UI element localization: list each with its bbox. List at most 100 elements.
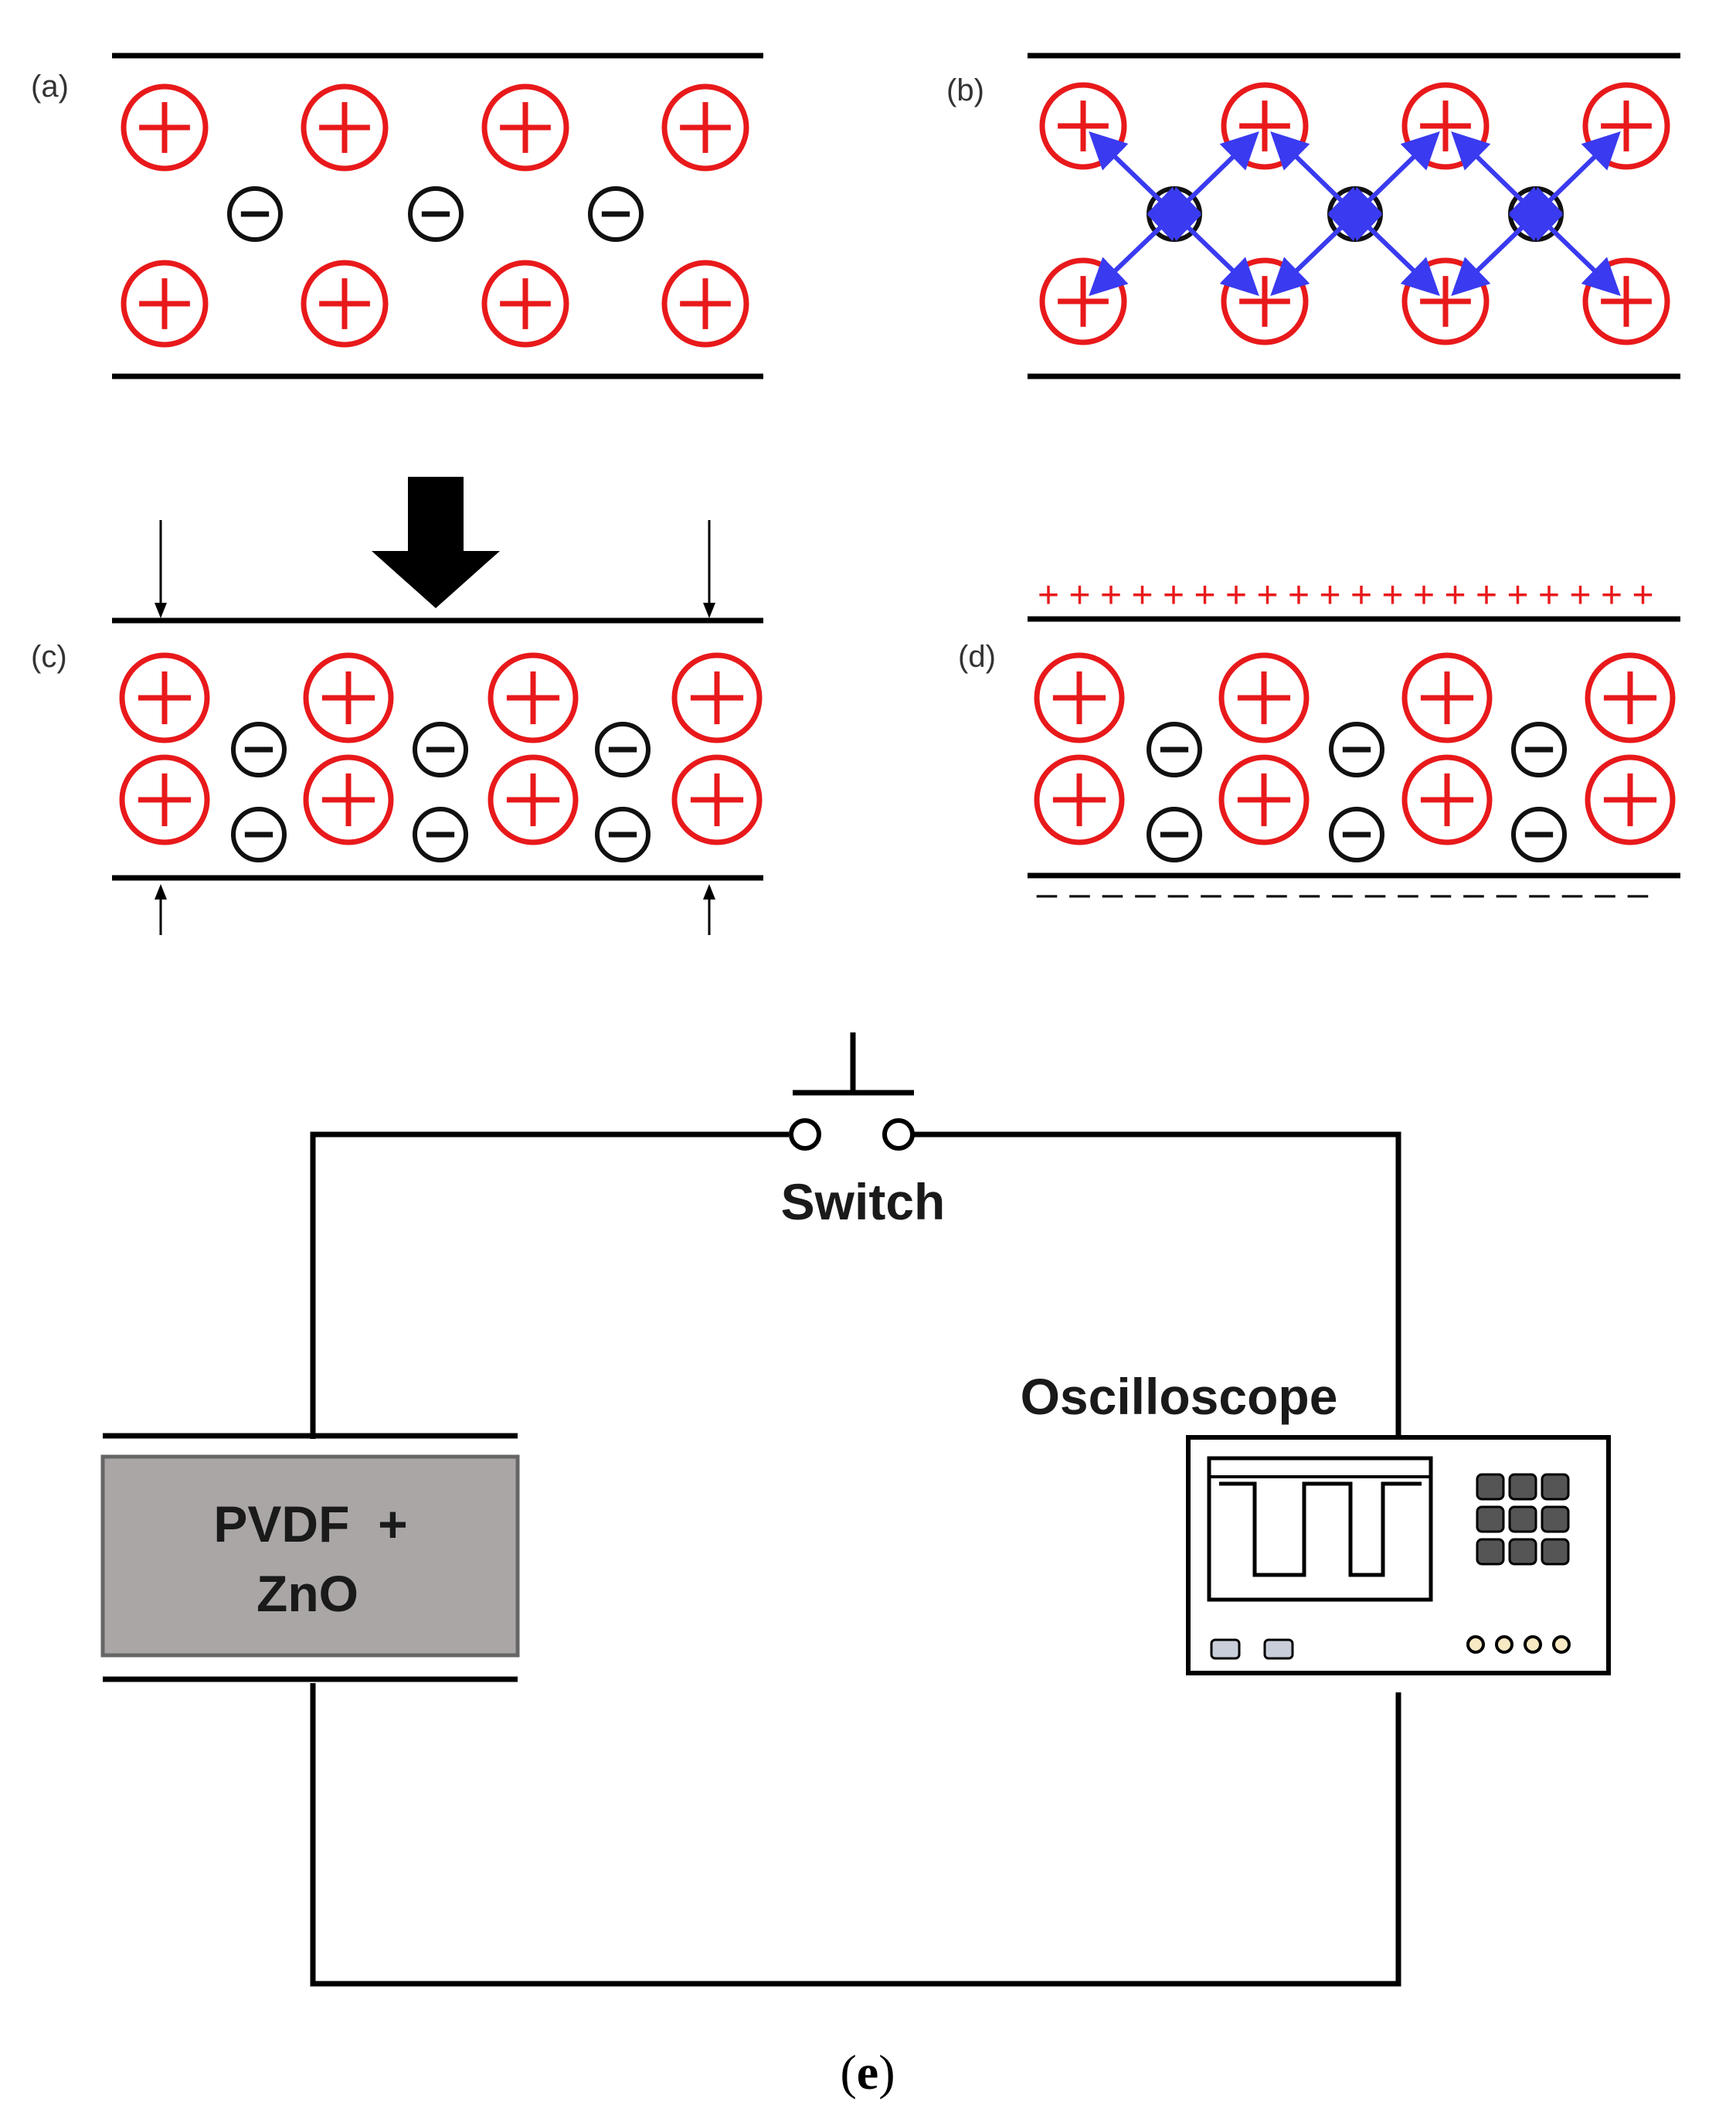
negative-ion <box>408 186 464 242</box>
surface-plus-sign: + <box>1601 575 1622 616</box>
surface-minus-sign: – <box>1201 873 1221 914</box>
oscilloscope-label: Oscilloscope <box>1021 1368 1338 1425</box>
surface-minus-sign: – <box>1102 873 1123 914</box>
panel-a-label: (a) <box>31 70 69 104</box>
surface-minus-sign: – <box>1234 873 1255 914</box>
dipole-arrow <box>1451 202 1548 297</box>
surface-plus-sign: + <box>1225 575 1247 616</box>
surface-plus-sign: + <box>1068 575 1090 616</box>
negative-ion <box>1147 722 1202 777</box>
surface-plus-sign: + <box>1381 575 1403 616</box>
surface-minus-sign: – <box>1431 873 1452 914</box>
oscilloscope-knobs <box>1466 1635 1571 1654</box>
negative-ion <box>231 807 287 862</box>
positive-ion <box>301 260 389 348</box>
dipole-arrow <box>1162 202 1259 297</box>
wire-left-lower <box>310 1683 1401 1987</box>
negative-ion <box>595 722 651 777</box>
surface-plus-sign: + <box>1288 575 1310 616</box>
surface-minus-sign: – <box>1069 873 1090 914</box>
surface-plus-sign: + <box>1256 575 1278 616</box>
surface-minus-sign: – <box>1332 873 1353 914</box>
surface-minus-sign: – <box>1398 873 1418 914</box>
surface-positive-charges: ++++++++++++++++++++ <box>1038 575 1654 616</box>
dipole-arrow <box>1524 131 1621 226</box>
keypad-button <box>1476 1473 1505 1501</box>
surface-minus-sign: – <box>1496 873 1517 914</box>
positive-ion <box>303 754 394 845</box>
positive-ion <box>1401 652 1493 743</box>
positive-ion <box>1034 652 1125 743</box>
square-wave-trace <box>1219 1481 1422 1577</box>
surface-minus-sign: – <box>1168 873 1189 914</box>
panel-b-label: (b) <box>946 73 984 107</box>
negative-ion <box>413 722 468 777</box>
dipole-arrow <box>1270 131 1367 226</box>
surface-minus-sign: – <box>1266 873 1287 914</box>
positive-ion <box>1218 754 1310 845</box>
push-switch <box>789 1032 915 1151</box>
keypad-button <box>1541 1538 1570 1566</box>
dipole-arrow <box>1343 202 1440 297</box>
caption-open-paren: ( <box>840 2045 856 2100</box>
small-down-arrowhead-left <box>155 603 167 618</box>
positive-ion <box>481 83 569 172</box>
surface-plus-sign: + <box>1038 575 1059 616</box>
surface-minus-sign: – <box>1037 873 1058 914</box>
dipole-arrow <box>1270 202 1367 297</box>
dipole-arrow <box>1089 202 1187 297</box>
keypad-button <box>1541 1473 1570 1501</box>
negative-ion <box>1147 807 1202 862</box>
positive-ion <box>488 754 579 845</box>
positive-ion <box>303 652 394 743</box>
surface-plus-sign: + <box>1131 575 1153 616</box>
positive-ion <box>119 754 210 845</box>
surface-plus-sign: + <box>1194 575 1215 616</box>
surface-plus-sign: + <box>1100 575 1122 616</box>
surface-minus-sign: – <box>1463 873 1484 914</box>
surface-minus-sign: – <box>1595 873 1615 914</box>
switch-terminal-right <box>882 1118 915 1151</box>
dipole-arrow <box>1089 131 1187 226</box>
positive-ion <box>481 260 569 348</box>
surface-plus-sign: + <box>1538 575 1560 616</box>
positive-ion <box>121 83 209 172</box>
surface-minus-sign: – <box>1628 873 1649 914</box>
positive-ion <box>1585 652 1676 743</box>
panel-a: (a) <box>31 53 763 379</box>
large-pressure-arrow <box>372 477 500 608</box>
negative-ion <box>1329 722 1384 777</box>
surface-plus-sign: + <box>1632 575 1653 616</box>
oscilloscope <box>1186 1435 1611 1675</box>
dipole-arrow <box>1343 131 1440 226</box>
sample-label-line1: PVDF + <box>213 1495 407 1553</box>
oscilloscope-keypad <box>1476 1473 1570 1566</box>
surface-plus-sign: + <box>1476 575 1497 616</box>
surface-negative-charges: ––––––––––––––––––– <box>1037 873 1649 914</box>
positive-ion <box>121 260 209 348</box>
caption-letter: e <box>857 2045 878 2100</box>
positive-ion <box>1401 754 1493 845</box>
negative-ion <box>1511 722 1567 777</box>
panel-d-label: (d) <box>958 640 996 674</box>
panel-d-charges <box>1034 652 1676 862</box>
positive-ion <box>488 652 579 743</box>
panel-d: (d) ++++++++++++++++++++ –––––––––––––––… <box>958 575 1680 914</box>
oscilloscope-knob <box>1552 1635 1571 1654</box>
sample-label-line2: ZnO <box>256 1565 358 1622</box>
dipole-arrow <box>1524 202 1621 297</box>
small-up-arrowhead-right <box>703 884 715 900</box>
surface-minus-sign: – <box>1299 873 1320 914</box>
positive-ion <box>661 83 749 172</box>
caption-close-paren: ) <box>878 2045 895 2100</box>
switch-terminal-left <box>789 1118 821 1151</box>
dipole-arrow <box>1451 131 1548 226</box>
oscilloscope-button-left <box>1210 1638 1241 1660</box>
switch-label: Switch <box>781 1173 946 1230</box>
wire-left-upper <box>310 1131 789 1439</box>
oscilloscope-screen <box>1207 1456 1433 1602</box>
surface-plus-sign: + <box>1444 575 1466 616</box>
positive-ion <box>1218 652 1310 743</box>
keypad-button <box>1476 1538 1505 1566</box>
positive-ion <box>1034 754 1125 845</box>
